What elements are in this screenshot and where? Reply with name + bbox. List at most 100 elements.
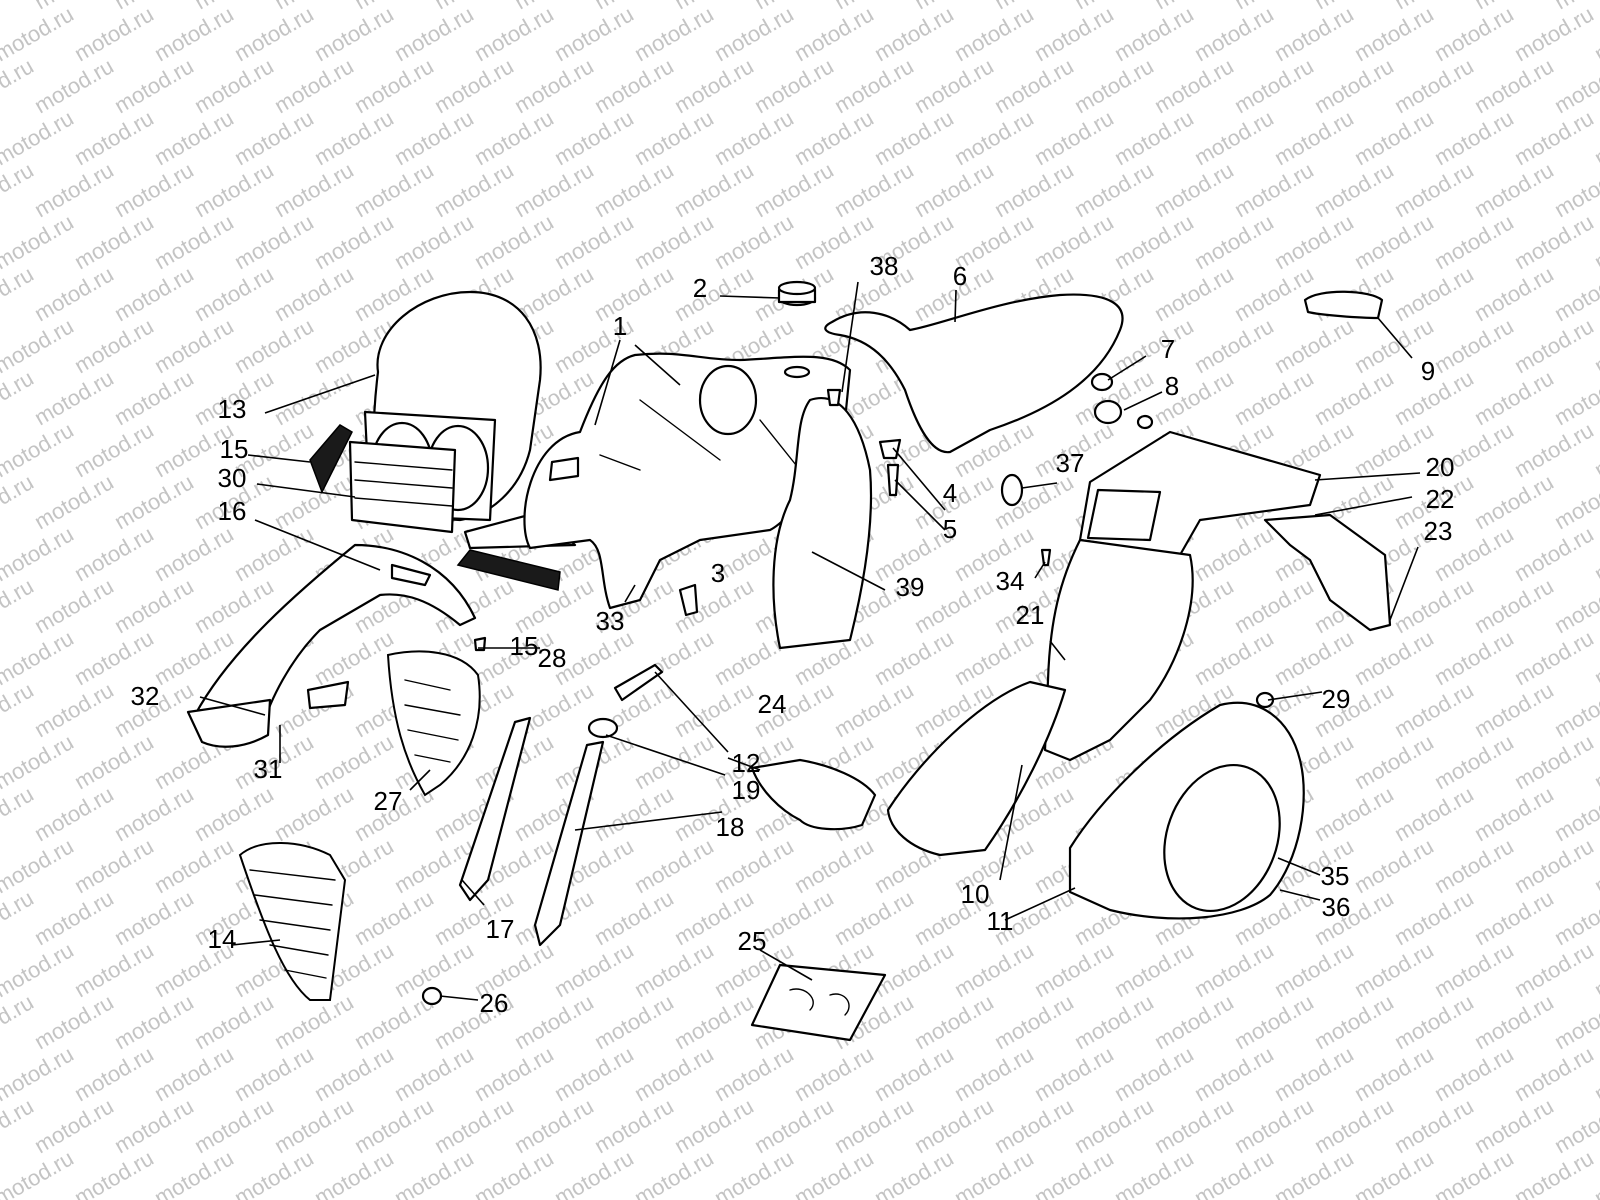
watermark-text: motod.ru: [1350, 1041, 1438, 1106]
watermark-text: motod.ru: [630, 833, 718, 898]
watermark-text: motod.ru: [1350, 729, 1438, 794]
watermark-text: motod.ru: [70, 1145, 158, 1200]
watermark-text: motod.ru: [230, 1, 318, 66]
watermark-text: motod.ru: [830, 53, 918, 118]
callout-12: 12: [732, 748, 761, 778]
watermark-text: motod.ru: [1030, 1, 1118, 66]
part-clip-12: [613, 663, 664, 702]
watermark-text: motod.ru: [910, 53, 998, 118]
watermark-text: motod.ru: [1590, 1, 1600, 66]
part-strip-18: [533, 740, 605, 947]
watermark-text: motod.ru: [310, 1145, 398, 1200]
callout-29: 29: [1322, 684, 1351, 714]
watermark-text: motod.ru: [710, 833, 798, 898]
watermark-text: motod.ru: [670, 261, 758, 326]
part-seal-ring: [1000, 473, 1024, 507]
callout-35: 35: [1321, 861, 1350, 891]
watermark-text: motod.ru: [790, 105, 878, 170]
watermark-text: motod.ru: [550, 937, 638, 1002]
watermark-text: motod.ru: [0, 1041, 78, 1106]
watermark-text: motod.ru: [790, 833, 878, 898]
watermark-text: motod.ru: [1550, 1093, 1600, 1158]
watermark-text: motod.ru: [1070, 989, 1158, 1054]
watermark-text: motod.ru: [1350, 833, 1438, 898]
watermark-text: motod.ru: [390, 105, 478, 170]
watermark-text: motod.ru: [1150, 1093, 1238, 1158]
watermark-text: motod.ru: [990, 989, 1078, 1054]
part-inner-fender: [1043, 538, 1194, 762]
watermark-text: motod.ru: [470, 209, 558, 274]
watermark-text: motod.ru: [1590, 417, 1600, 482]
watermark-text: motod.ru: [1190, 105, 1278, 170]
watermark-text: motod.ru: [1470, 53, 1558, 118]
watermark-text: motod.ru: [1070, 157, 1158, 222]
watermark-text: motod.ru: [1030, 105, 1118, 170]
watermark-text: motod.ru: [630, 1, 718, 66]
watermark-text: motod.ru: [1230, 0, 1318, 14]
watermark-text: motod.ru: [710, 1041, 798, 1106]
watermark-text: motod.ru: [1510, 833, 1598, 898]
watermark-text: motod.ru: [1190, 625, 1278, 690]
watermark-text: motod.ru: [830, 0, 918, 14]
watermark-text: motod.ru: [1550, 677, 1600, 742]
callout-26: 26: [480, 988, 509, 1018]
watermark-text: motod.ru: [870, 937, 958, 1002]
watermark-text: motod.ru: [230, 1041, 318, 1106]
watermark-text: motod.ru: [150, 313, 238, 378]
callout-31: 31: [254, 754, 283, 784]
watermark-text: motod.ru: [1390, 573, 1478, 638]
watermark-text: motod.ru: [1390, 0, 1478, 14]
part-fuel-cap: [777, 280, 817, 379]
part-body-frame: [523, 352, 852, 610]
watermark-text: motod.ru: [190, 157, 278, 222]
watermark-text: motod.ru: [310, 625, 398, 690]
watermark-text: motod.ru: [1590, 729, 1600, 794]
watermark-text: motod.ru: [1510, 105, 1598, 170]
watermark-text: motod.ru: [0, 105, 78, 170]
watermark-text: motod.ru: [1030, 1145, 1118, 1200]
watermark-text: motod.ru: [790, 209, 878, 274]
watermark-text: motod.ru: [950, 1145, 1038, 1200]
watermark-text: motod.ru: [1430, 833, 1518, 898]
watermark-text: motod.ru: [1190, 313, 1278, 378]
watermark-text: motod.ru: [150, 1, 238, 66]
watermark-text: motod.ru: [1510, 521, 1598, 586]
watermark-text: motod.ru: [1150, 53, 1238, 118]
watermark-text: motod.ru: [150, 521, 238, 586]
part-screw-38: [826, 388, 842, 407]
watermark-text: motod.ru: [470, 105, 558, 170]
watermark-text: motod.ru: [1510, 1145, 1598, 1200]
watermark-text: motod.ru: [110, 1093, 198, 1158]
watermark-text: motod.ru: [1350, 937, 1438, 1002]
watermark-text: motod.ru: [190, 53, 278, 118]
watermark-text: motod.ru: [1150, 0, 1238, 14]
part-front-fairing: [348, 290, 542, 534]
watermark-text: motod.ru: [670, 157, 758, 222]
watermark-text: motod.ru: [630, 1041, 718, 1106]
callout-15b: 15: [510, 631, 539, 661]
part-bracket-plate: [306, 680, 350, 710]
watermark-text: motod.ru: [510, 989, 598, 1054]
watermark-text: motod.ru: [1150, 261, 1238, 326]
watermark-text: motod.ru: [150, 209, 238, 274]
watermark-text: motod.ru: [1510, 209, 1598, 274]
watermark-text: motod.ru: [950, 1, 1038, 66]
watermark-text: motod.ru: [270, 53, 358, 118]
watermark-text: motod.ru: [750, 1093, 838, 1158]
callout-20: 20: [1426, 452, 1455, 482]
watermark-text: motod.ru: [1190, 1, 1278, 66]
watermark-text: motod.ru: [1350, 1145, 1438, 1200]
watermark-text: motod.ru: [910, 0, 998, 14]
watermark-text: motod.ru: [30, 989, 118, 1054]
watermark-text: motod.ru: [470, 1041, 558, 1106]
watermark-text: motod.ru: [390, 1, 478, 66]
watermark-text: motod.ru: [1590, 625, 1600, 690]
watermark-text: motod.ru: [30, 677, 118, 742]
watermark-text: motod.ru: [1150, 989, 1238, 1054]
watermark-text: motod.ru: [1470, 0, 1558, 14]
watermark-text: motod.ru: [1430, 209, 1518, 274]
watermark-text: motod.ru: [1310, 365, 1398, 430]
watermark-text: motod.ru: [790, 1145, 878, 1200]
watermark-text: motod.ru: [70, 209, 158, 274]
watermark-text: motod.ru: [1230, 261, 1318, 326]
